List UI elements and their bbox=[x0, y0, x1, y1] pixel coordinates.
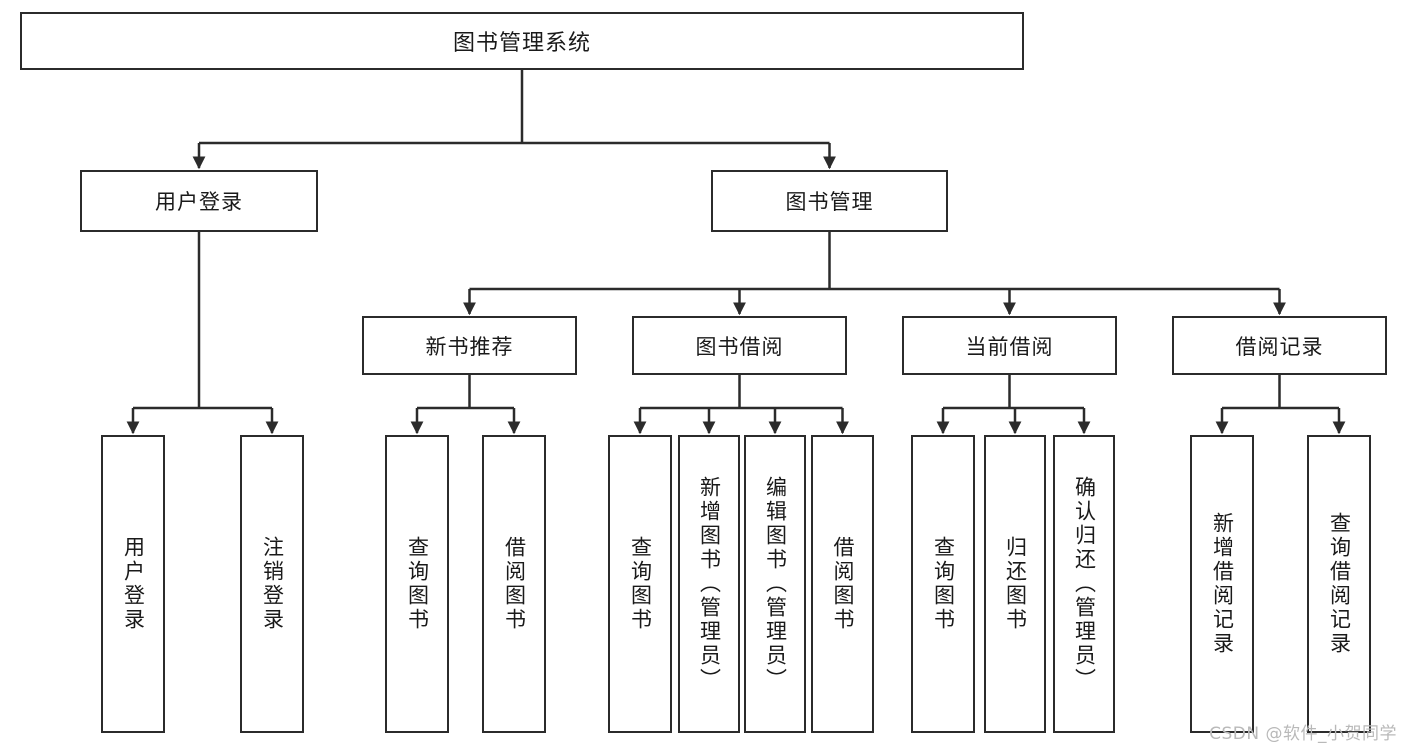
node-book-borrow[interactable]: 图书借阅 bbox=[632, 316, 847, 375]
node-label: 图书管理 bbox=[785, 190, 874, 214]
node-leaf-add-borrow-record[interactable]: 新增借阅记录 bbox=[1190, 435, 1254, 733]
node-current-borrow[interactable]: 当前借阅 bbox=[902, 316, 1117, 375]
node-label: 用户登录 bbox=[121, 536, 146, 632]
node-label: 新增图书（管理员） bbox=[697, 476, 722, 692]
node-label: 编辑图书（管理员） bbox=[763, 476, 788, 692]
node-label: 新书推荐 bbox=[425, 334, 514, 359]
node-leaf-query-book-cur[interactable]: 查询图书 bbox=[911, 435, 975, 733]
node-borrow-record[interactable]: 借阅记录 bbox=[1172, 316, 1387, 375]
node-label: 新增借阅记录 bbox=[1210, 512, 1235, 656]
node-new-book-recommend[interactable]: 新书推荐 bbox=[362, 316, 577, 375]
node-label: 查询借阅记录 bbox=[1327, 512, 1352, 656]
node-leaf-query-borrow-record[interactable]: 查询借阅记录 bbox=[1307, 435, 1371, 733]
node-label: 归还图书 bbox=[1003, 536, 1028, 632]
node-label: 确认归还（管理员） bbox=[1072, 476, 1097, 692]
node-leaf-borrow-book-bor[interactable]: 借阅图书 bbox=[811, 435, 874, 733]
node-leaf-user-logout[interactable]: 注销登录 bbox=[240, 435, 304, 733]
node-label: 查询图书 bbox=[405, 536, 430, 632]
node-label: 查询图书 bbox=[628, 536, 653, 632]
node-leaf-add-book-admin[interactable]: 新增图书（管理员） bbox=[678, 435, 740, 733]
node-label: 当前借阅 bbox=[965, 334, 1054, 359]
node-label: 借阅图书 bbox=[831, 536, 855, 632]
node-leaf-query-book-rec[interactable]: 查询图书 bbox=[385, 435, 449, 733]
node-label: 注销登录 bbox=[260, 536, 285, 632]
node-leaf-user-login[interactable]: 用户登录 bbox=[101, 435, 165, 733]
node-book-manage[interactable]: 图书管理 bbox=[711, 170, 948, 232]
node-label: 用户登录 bbox=[155, 190, 243, 214]
node-leaf-query-book-bor[interactable]: 查询图书 bbox=[608, 435, 672, 733]
node-label: 借阅图书 bbox=[502, 536, 527, 632]
node-user-login[interactable]: 用户登录 bbox=[80, 170, 318, 232]
node-root[interactable]: 图书管理系统 bbox=[20, 12, 1024, 70]
node-label: 图书管理系统 bbox=[452, 31, 591, 56]
node-label: 查询图书 bbox=[931, 536, 956, 632]
node-leaf-edit-book-admin[interactable]: 编辑图书（管理员） bbox=[744, 435, 806, 733]
node-label: 借阅记录 bbox=[1235, 334, 1324, 359]
node-leaf-return-book[interactable]: 归还图书 bbox=[984, 435, 1046, 733]
node-leaf-borrow-book-rec[interactable]: 借阅图书 bbox=[482, 435, 546, 733]
node-leaf-confirm-return[interactable]: 确认归还（管理员） bbox=[1053, 435, 1115, 733]
node-label: 图书借阅 bbox=[695, 334, 784, 359]
